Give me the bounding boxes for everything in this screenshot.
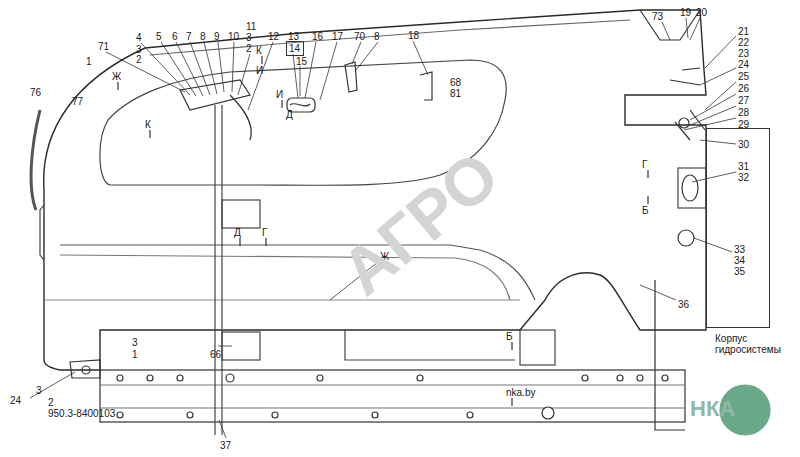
callout-number: 34 bbox=[734, 256, 745, 266]
callout-number: 19 bbox=[680, 8, 691, 18]
section-mark: Г bbox=[642, 160, 647, 170]
callout-number: 4 bbox=[136, 33, 142, 43]
section-mark: К bbox=[256, 46, 262, 56]
section-mark: Б bbox=[506, 332, 513, 342]
section-mark: Ж bbox=[112, 72, 121, 82]
callout-number: 21 bbox=[738, 27, 749, 37]
callout-number: 81 bbox=[450, 89, 461, 99]
callout-number: 70 bbox=[354, 32, 365, 42]
section-mark: К bbox=[145, 120, 151, 130]
callout-number: 17 bbox=[332, 32, 343, 42]
callout-number: 36 bbox=[678, 300, 689, 310]
callout-number: 2 bbox=[48, 398, 54, 408]
callout-number: 28 bbox=[738, 108, 749, 118]
callout-number: 3 bbox=[36, 386, 42, 396]
callout-number: 73 bbox=[652, 12, 663, 22]
housing-label: Корпус гидросистемы bbox=[715, 333, 795, 355]
callout-number: 14 bbox=[287, 42, 303, 55]
callout-number: 24 bbox=[738, 60, 749, 70]
callout-number: 5 bbox=[156, 32, 162, 42]
callout-number: 71 bbox=[98, 42, 109, 52]
callout-number: 7 bbox=[186, 32, 192, 42]
callout-number: 24 bbox=[10, 396, 21, 406]
callout-number: 8 bbox=[374, 32, 380, 42]
callout-number: 1 bbox=[132, 350, 138, 360]
callout-number: 22 bbox=[738, 38, 749, 48]
section-mark: И bbox=[276, 90, 283, 100]
callout-number: 37 bbox=[220, 441, 231, 451]
callout-number: 9 bbox=[214, 32, 220, 42]
callout-number: 66 bbox=[210, 350, 221, 360]
callout-number: 2 bbox=[136, 55, 142, 65]
callout-number: 2 bbox=[246, 44, 252, 54]
callout-number: 11 bbox=[246, 22, 256, 32]
section-mark: Д bbox=[286, 110, 293, 120]
callout-number: 10 bbox=[228, 32, 239, 42]
callout-number: nka.by bbox=[506, 388, 535, 398]
callout-number: 77 bbox=[72, 97, 83, 107]
callout-number: 35 bbox=[734, 267, 745, 277]
section-mark: И bbox=[256, 66, 263, 76]
callout-number: 20 bbox=[696, 8, 707, 18]
callout-number: 18 bbox=[408, 31, 419, 41]
section-mark: Д bbox=[234, 228, 241, 238]
callout-number: 68 bbox=[450, 78, 461, 88]
section-mark: Г bbox=[262, 228, 267, 238]
callout-number: 6 bbox=[172, 32, 178, 42]
callout-number: 25 bbox=[738, 72, 749, 82]
callout-number: 31 bbox=[738, 162, 749, 172]
section-mark: Б bbox=[642, 206, 649, 216]
callout-number: 12 bbox=[268, 32, 279, 42]
housing-outline: Корпус гидросистемы bbox=[706, 128, 770, 328]
callout-number: 3 bbox=[132, 338, 138, 348]
callout-number: 76 bbox=[30, 88, 41, 98]
callout-number: 1 bbox=[86, 57, 92, 67]
watermark: АГРО bbox=[330, 140, 510, 306]
logo-text: НКА bbox=[690, 398, 735, 420]
callout-number: 3 bbox=[136, 45, 142, 55]
callout-number: 950.3-8400103 bbox=[48, 409, 115, 419]
callout-box: 14 bbox=[286, 41, 304, 56]
callout-number: 32 bbox=[738, 173, 749, 183]
callout-number: 8 bbox=[200, 32, 206, 42]
callout-number: 30 bbox=[738, 140, 749, 150]
callout-number: 15 bbox=[296, 57, 307, 67]
callout-number: 23 bbox=[738, 49, 749, 59]
callout-number: 27 bbox=[738, 96, 749, 106]
callout-number: 26 bbox=[738, 84, 749, 94]
callout-number: 3 bbox=[246, 33, 252, 43]
callout-number: 33 bbox=[734, 245, 745, 255]
callout-number: 16 bbox=[312, 32, 323, 42]
